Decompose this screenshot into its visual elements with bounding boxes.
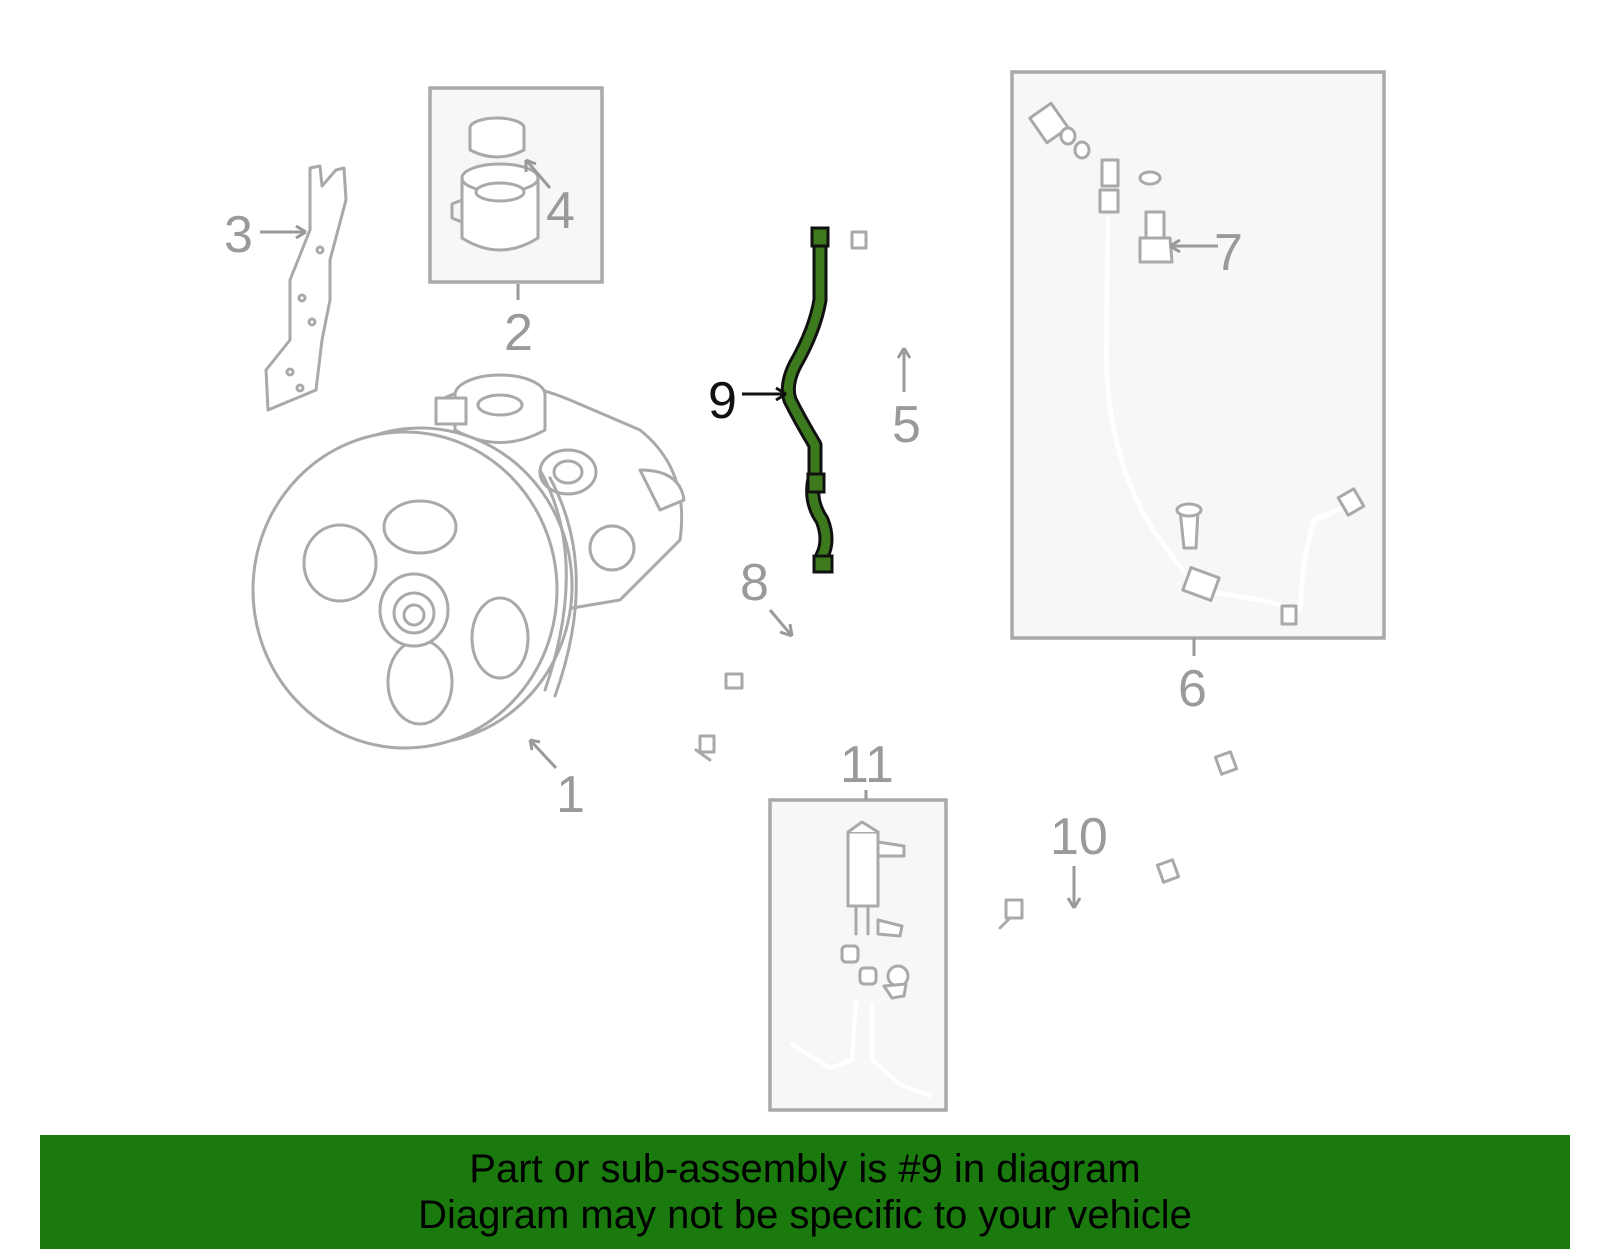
callout-4: 4 xyxy=(524,158,575,240)
part-5-return-hose[interactable] xyxy=(850,230,964,356)
part-8-pressure-line[interactable] xyxy=(675,575,825,762)
part-11-cooler-box[interactable] xyxy=(768,798,948,1112)
part-3-bracket[interactable] xyxy=(264,164,348,412)
part-9-hose-fill xyxy=(783,235,831,561)
callout-5: 5 xyxy=(892,347,921,454)
callout-8: 8 xyxy=(740,554,794,638)
part-2-reservoir-box[interactable] xyxy=(428,86,604,284)
part-9-pressure-hose[interactable] xyxy=(780,226,834,574)
svg-text:10: 10 xyxy=(1050,808,1108,866)
callout-11: 11 xyxy=(840,736,894,800)
svg-text:7: 7 xyxy=(1214,224,1243,282)
part-10-line[interactable] xyxy=(977,750,1239,930)
svg-text:9: 9 xyxy=(708,372,737,430)
part-1-power-steering-pump[interactable] xyxy=(251,373,686,750)
svg-text:6: 6 xyxy=(1178,660,1207,718)
part-4-cap[interactable] xyxy=(468,116,526,159)
banner-line-1: Part or sub-assembly is #9 in diagram xyxy=(469,1147,1141,1191)
callout-1: 1 xyxy=(528,738,585,824)
svg-text:8: 8 xyxy=(740,554,769,612)
svg-text:1: 1 xyxy=(556,766,585,824)
callout-7: 7 xyxy=(1169,224,1243,282)
callout-6: 6 xyxy=(1178,638,1207,718)
callout-9: 9 xyxy=(708,372,787,430)
info-banner: Part or sub-assembly is #9 in diagram Di… xyxy=(40,1135,1570,1249)
svg-text:4: 4 xyxy=(546,182,575,240)
svg-text:2: 2 xyxy=(504,304,533,362)
banner-line-2: Diagram may not be specific to your vehi… xyxy=(418,1193,1192,1237)
part-6-line-assembly-box[interactable] xyxy=(1010,70,1386,640)
svg-text:3: 3 xyxy=(224,206,253,264)
svg-text:5: 5 xyxy=(892,396,921,454)
callout-10: 10 xyxy=(1050,808,1108,909)
callout-3: 3 xyxy=(224,206,307,264)
svg-text:11: 11 xyxy=(840,736,894,794)
part-7-fitting[interactable] xyxy=(1138,210,1174,264)
callout-2: 2 xyxy=(504,284,533,362)
